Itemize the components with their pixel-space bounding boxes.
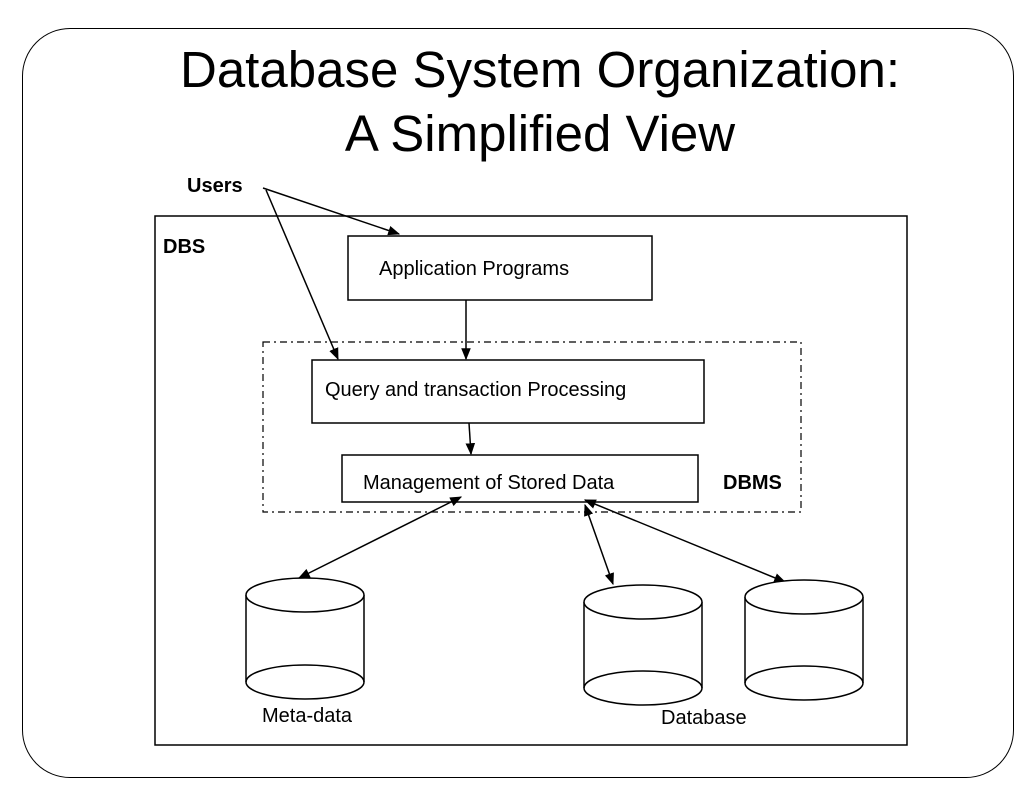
query-processing-label: Query and transaction Processing: [325, 379, 627, 401]
management-database-arrow-2: [583, 499, 787, 583]
application-programs-label: Application Programs: [379, 258, 570, 280]
database-cylinder-1: [583, 584, 703, 706]
query-to-management-arrow: [465, 422, 476, 456]
database-cylinder-2: [744, 579, 864, 701]
slide-title-line-2: A Simplified View: [344, 105, 736, 162]
metadata-label: Meta-data: [262, 705, 353, 727]
users-label: Users: [187, 175, 243, 197]
slide-title-line-1: Database System Organization:: [179, 41, 901, 98]
slide-frame: [22, 28, 1014, 778]
stored-data-management-label: Management of Stored Data: [363, 472, 615, 494]
management-metadata-arrow: [297, 496, 463, 579]
application-programs-box: [347, 235, 653, 301]
dbms-label: DBMS: [723, 472, 782, 494]
stored-data-management-box: [341, 454, 699, 503]
users-to-applications-arrow: [262, 187, 401, 236]
database-label: Database: [661, 707, 747, 729]
dbms-boundary: [262, 341, 802, 513]
dbs-boundary: [154, 215, 908, 746]
management-database-arrow-1: [584, 503, 614, 586]
query-processing-box: [311, 359, 705, 424]
metadata-cylinder: [245, 577, 365, 700]
dbs-label: DBS: [163, 236, 206, 258]
users-to-query-arrow: [265, 189, 339, 361]
